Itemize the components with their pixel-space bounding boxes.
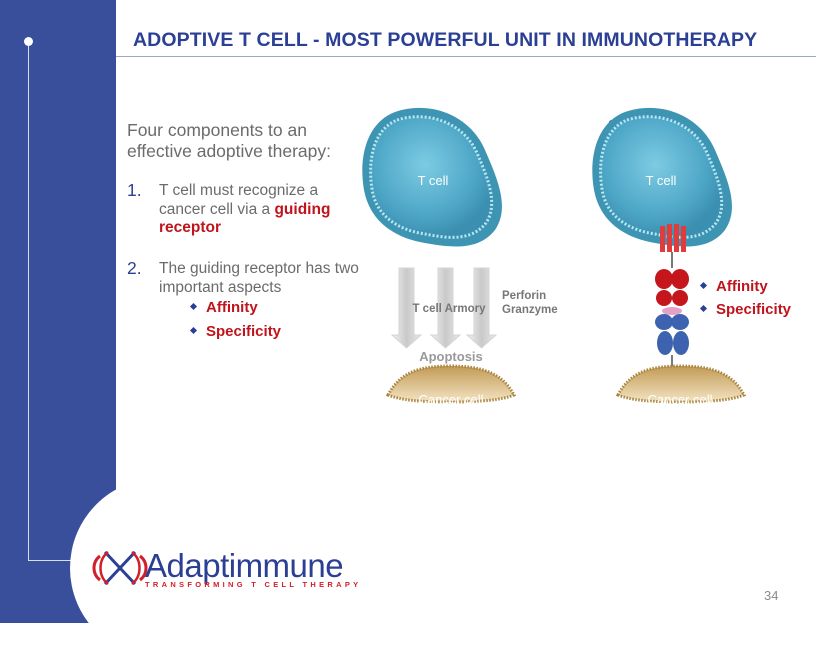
t-cell-2 [592, 107, 732, 247]
granzyme-label: Granzyme [502, 304, 558, 316]
list-text: The guiding receptor has two important a… [159, 260, 359, 296]
sidebar-vertical-rule [28, 42, 29, 560]
immunotherapy-diagram: 1. T cell T cell Armory Perforin Granzym… [92, 107, 747, 586]
list-number: 2. [127, 258, 142, 278]
list-text: T cell must recognize a cancer cell via … [159, 182, 331, 237]
cancer-cell-label-2: Cancer cell [647, 392, 712, 407]
title-divider [116, 56, 816, 57]
cancer-cell-2 [615, 364, 747, 404]
cancer-cell-label-1: Cancer cell [418, 392, 483, 407]
intro-text: Four components to an effective adoptive… [127, 120, 331, 161]
sub-bullet-affinity: Affinity [189, 299, 258, 316]
tcr-receptor [655, 224, 689, 372]
slide-title: ADOPTIVE T CELL - MOST POWERFUL UNIT IN … [133, 29, 758, 51]
company-logo-text: Adaptimmune [145, 547, 344, 584]
company-tagline: TRANSFORMING T CELL THERAPY [145, 580, 362, 589]
perforin-label: Perforin [502, 290, 546, 302]
armory-arrows [390, 267, 498, 349]
cancer-cell-1 [385, 364, 517, 404]
adaptimmune-logo-icon [92, 550, 148, 586]
sidebar-dot [24, 37, 33, 46]
list-number: 1. [127, 180, 142, 200]
t-cell-label-1: T cell [418, 173, 449, 188]
page-number: 34 [764, 588, 779, 603]
diamond-bullet-icon [699, 281, 708, 290]
diamond-bullet-icon [699, 304, 708, 313]
diagram2-affinity: Affinity [699, 278, 768, 295]
diagram2-specificity: Specificity [699, 301, 791, 318]
guiding-receptor-highlight: guiding receptor [159, 200, 331, 237]
sub-bullet-specificity: Specificity [189, 323, 281, 340]
apoptosis-label: Apoptosis [419, 349, 483, 364]
armory-label: T cell Armory [412, 303, 486, 315]
t-cell-1 [362, 107, 502, 247]
t-cell-label-2: T cell [646, 173, 677, 188]
